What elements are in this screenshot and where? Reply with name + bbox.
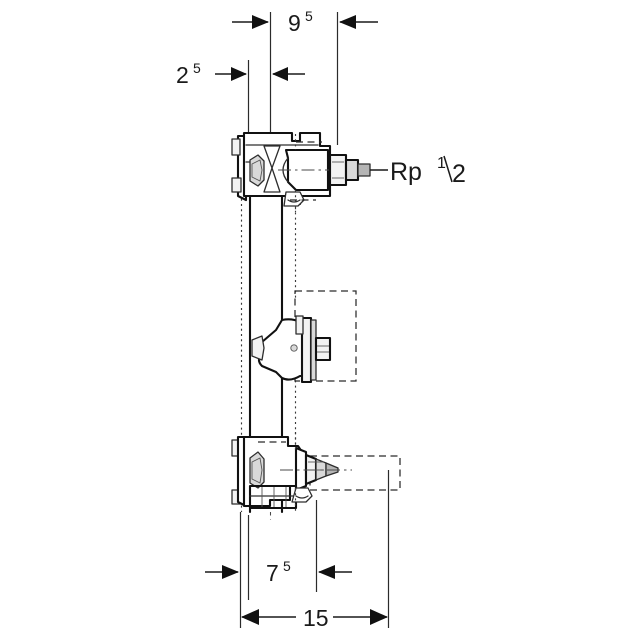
lower-nozzle-base	[294, 446, 308, 492]
dim-9-5-superscript: 5	[305, 8, 313, 24]
mid-spigot	[314, 336, 332, 362]
rp-fraction-numerator: 1	[437, 155, 446, 172]
dim-9-5-value: 9	[288, 10, 301, 36]
upper-venturi	[263, 145, 281, 193]
mid-top-stub	[295, 315, 304, 335]
mid-boss-marker	[290, 344, 298, 352]
upper-seal-inner	[251, 159, 263, 182]
lower-valve-body	[231, 432, 401, 512]
lower-right-tab-curve	[295, 495, 309, 499]
dim-15-left-arrow	[241, 609, 259, 625]
rp-label-text: Rp	[390, 158, 422, 186]
dim-2-5-left-arrow	[231, 67, 247, 81]
rp-fraction-slash	[443, 155, 453, 183]
dim-2-5-superscript: 5	[193, 60, 201, 76]
dim-7-5-right-arrow	[318, 565, 335, 579]
dimension-15: 15	[241, 605, 388, 631]
dim-15-right-arrow	[370, 609, 388, 625]
dimension-9-5: 9 5	[232, 8, 378, 36]
upper-left-lug-bottom	[231, 177, 242, 193]
dim-15-value: 15	[303, 605, 329, 631]
dimension-2-5: 2 5	[176, 60, 305, 88]
dimension-7-5: 7 5	[205, 558, 352, 586]
upper-lower-tab	[283, 191, 305, 207]
lower-seal-inner	[251, 457, 263, 484]
upper-thread-collar	[328, 153, 348, 187]
dim-7-5-left-arrow	[222, 565, 239, 579]
rp-fraction-denominator: 2	[452, 160, 466, 188]
mid-left-notch	[251, 335, 265, 361]
dim-9-5-right-arrow	[339, 15, 356, 29]
extension-lines	[239, 12, 390, 628]
dim-2-5-value: 2	[176, 62, 189, 88]
upper-lower-tab-curve	[287, 199, 301, 203]
callout-rp-half: Rp 1 2	[370, 155, 466, 188]
upper-thread-tip	[357, 163, 371, 177]
dim-7-5-value: 7	[266, 560, 279, 586]
dim-7-5-superscript: 5	[283, 558, 291, 574]
upper-thread-body	[344, 158, 360, 182]
dim-2-5-right-arrow	[272, 67, 288, 81]
dim-9-5-left-arrow	[252, 15, 269, 29]
upper-valve-body	[231, 131, 386, 212]
lower-right-tab	[291, 487, 313, 503]
mid-bracket	[251, 290, 357, 384]
upper-left-lug-top	[231, 138, 241, 156]
